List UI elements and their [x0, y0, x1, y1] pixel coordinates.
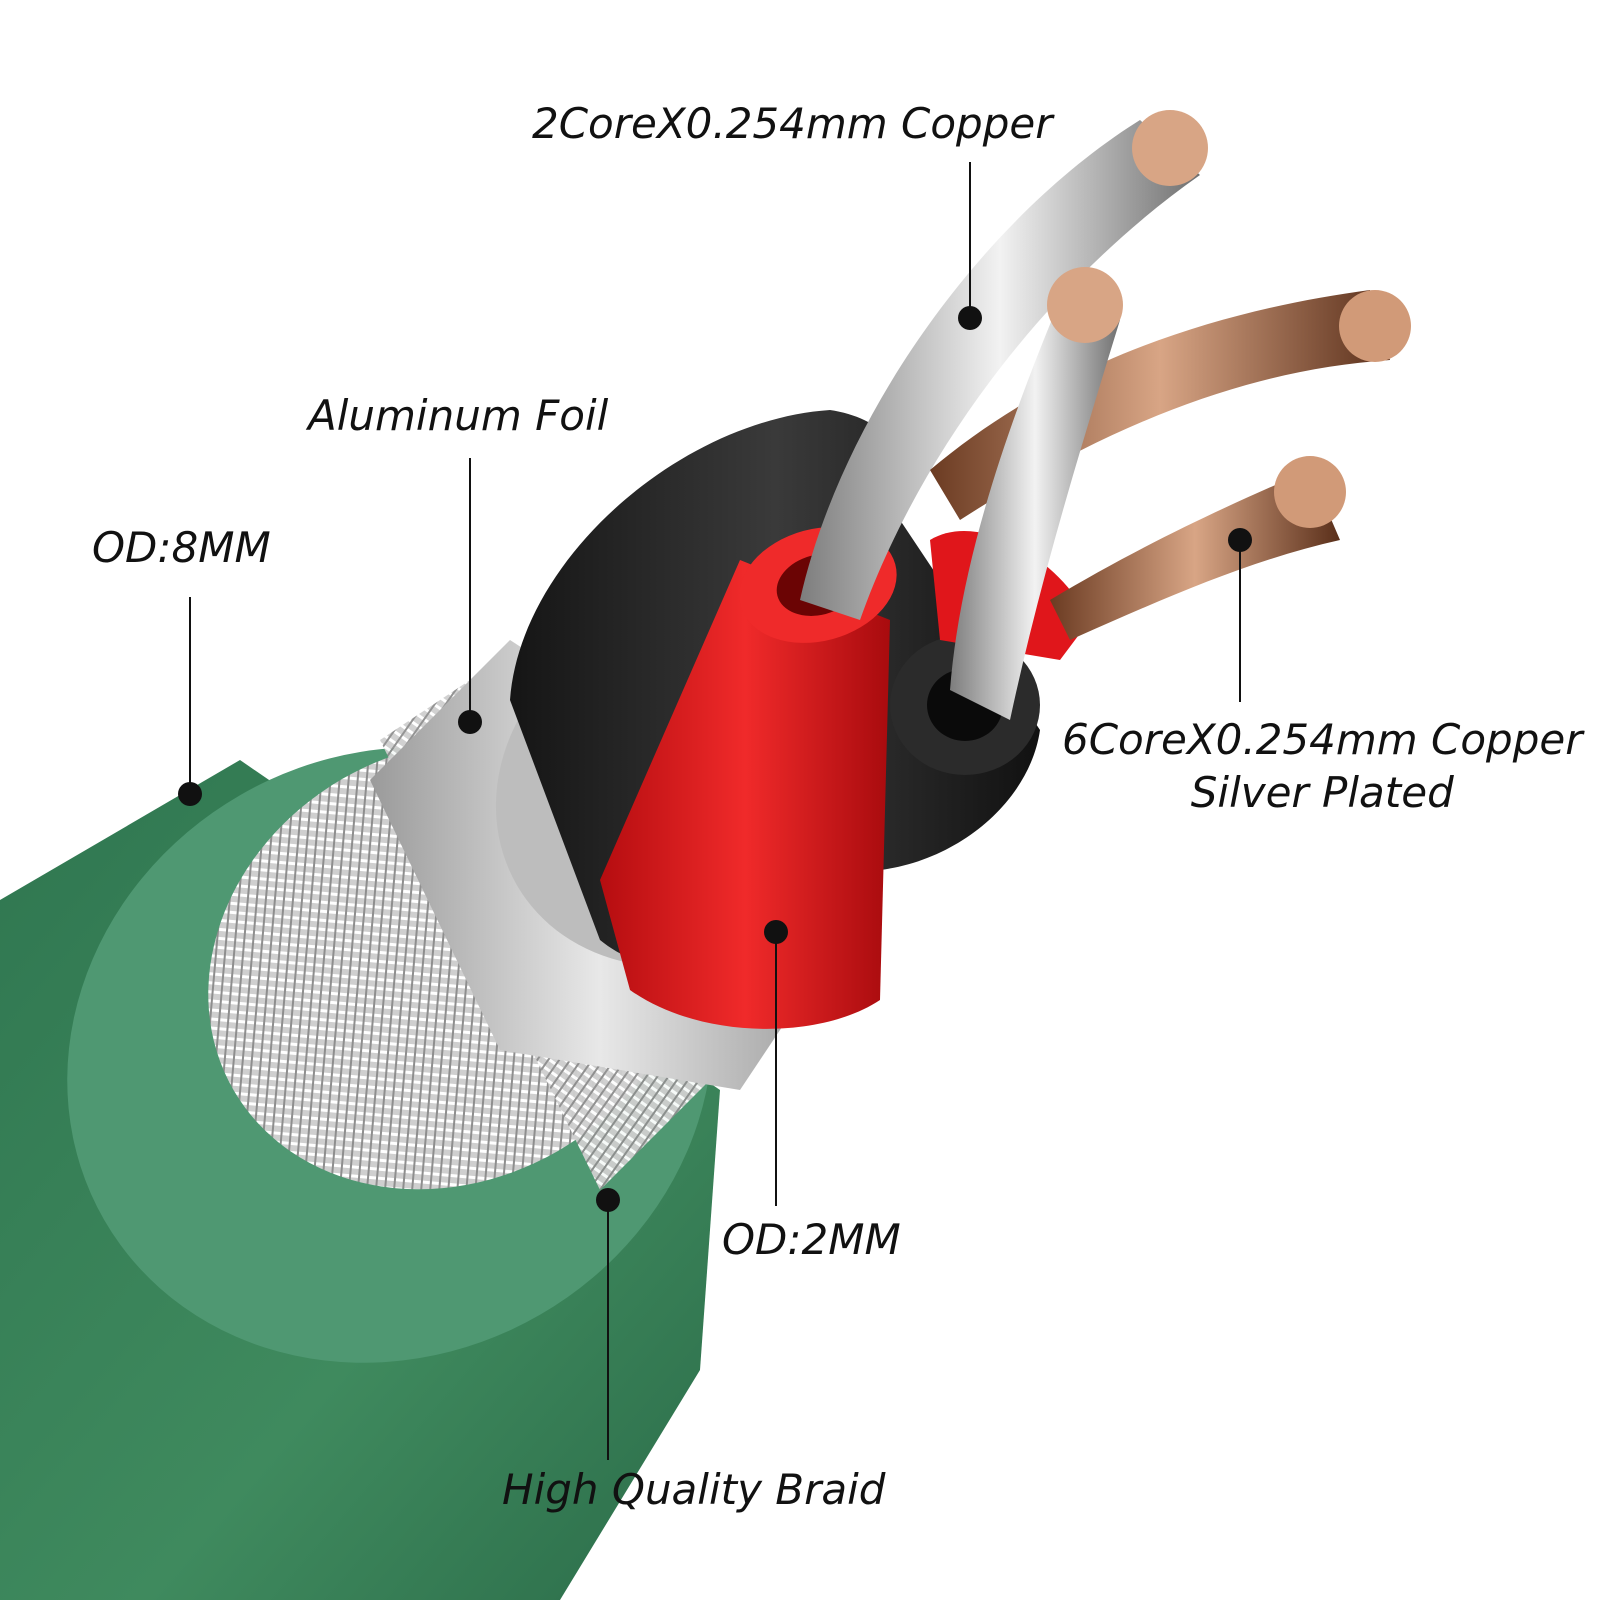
- label-od-8mm: OD:8MM: [92, 523, 271, 572]
- label-copper-6core: 6CoreX0.254mm Copper Silver Plated: [1062, 714, 1583, 819]
- label-copper-2core: 2CoreX0.254mm Copper: [532, 99, 1053, 148]
- leader-od-2mm: [764, 920, 788, 1206]
- leader-od-8mm: [178, 597, 202, 806]
- label-copper-6core-line1: 6CoreX0.254mm Copper: [1062, 715, 1583, 764]
- label-od-2mm: OD:2MM: [722, 1215, 901, 1264]
- leader-braid: [596, 1188, 620, 1460]
- wire-silver-upper: [800, 110, 1208, 620]
- label-aluminum-foil: Aluminum Foil: [308, 391, 609, 440]
- leader-copper-6core: [1228, 528, 1252, 702]
- wire-silver-lower: [950, 267, 1123, 720]
- leader-aluminum-foil: [458, 458, 482, 734]
- wire-copper-lower: [1050, 456, 1346, 640]
- label-braid: High Quality Braid: [502, 1465, 886, 1514]
- label-copper-6core-line2: Silver Plated: [1190, 767, 1454, 817]
- leader-copper-2core: [958, 162, 982, 330]
